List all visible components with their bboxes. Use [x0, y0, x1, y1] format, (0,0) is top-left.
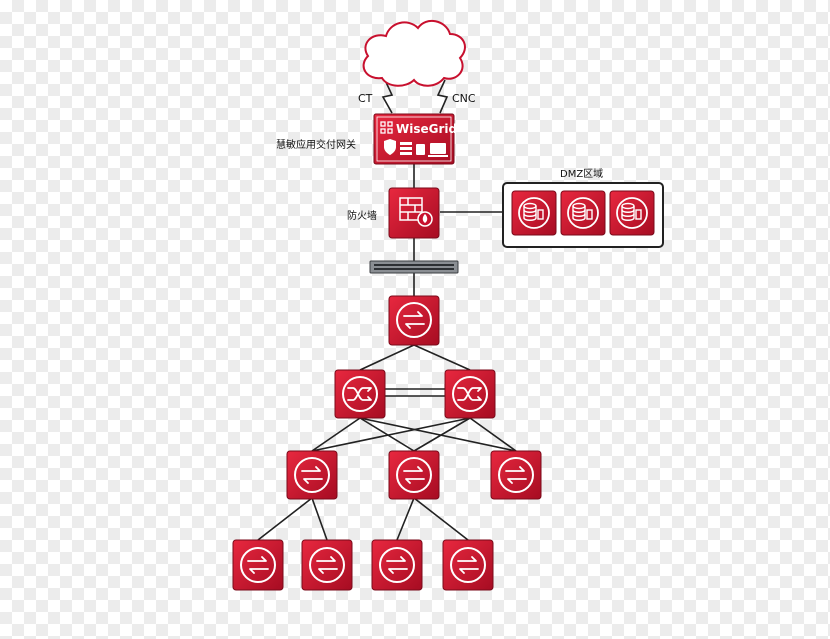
label-ct: CT [358, 92, 373, 105]
database-server-icon [621, 202, 642, 221]
core-switch-left[interactable] [334, 369, 386, 419]
core-switch-right[interactable] [444, 369, 496, 419]
link-router-core-left [359, 344, 415, 371]
link-core-right-agg-1 [311, 417, 471, 452]
link-core-left-agg-1 [311, 417, 361, 452]
router-icon [505, 466, 527, 484]
link-agg2-acc4 [413, 497, 469, 541]
core-switch-icon [347, 387, 372, 401]
link-core-left-agg-3 [359, 417, 517, 452]
link-router-core-right [413, 344, 471, 371]
access-router-1[interactable] [232, 539, 284, 591]
link-core-right-agg-3 [469, 417, 517, 452]
dmz-server-1[interactable] [511, 190, 557, 236]
router-icon [457, 556, 479, 574]
cloud-icon [362, 19, 466, 87]
label-cnc: CNC [452, 92, 476, 105]
wisegrid-gateway-icon [384, 139, 448, 157]
dmz-server-2[interactable] [560, 190, 606, 236]
link-agg1-acc2 [311, 497, 328, 541]
grid-logo-icon [380, 121, 393, 134]
router-icon [301, 466, 323, 484]
router-icon [386, 556, 408, 574]
label-firewall: 防火墙 [347, 209, 377, 222]
connection-lines [257, 79, 517, 541]
router-icon [247, 556, 269, 574]
router-icon [403, 311, 425, 329]
access-router-2[interactable] [301, 539, 353, 591]
link-core-right-agg-2 [413, 417, 471, 452]
database-server-icon [572, 202, 593, 221]
label-dmz: DMZ区域 [560, 167, 603, 180]
aggregation-router-2[interactable] [388, 450, 440, 500]
aggregation-router-3[interactable] [490, 450, 542, 500]
network-switch-icon [374, 264, 454, 270]
gateway-brand: WiseGrid [396, 122, 457, 136]
firewall-node[interactable] [388, 187, 440, 239]
dmz-server-3[interactable] [609, 190, 655, 236]
link-agg2-acc3 [396, 497, 415, 541]
link-ct [381, 79, 394, 114]
link-agg1-acc1 [257, 497, 313, 541]
wisegrid-gateway[interactable]: WiseGrid [373, 113, 457, 165]
aggregation-router-1[interactable] [286, 450, 338, 500]
link-core-left-agg-2 [359, 417, 415, 452]
access-router-4[interactable] [442, 539, 494, 591]
dmz-zone [502, 182, 664, 248]
firewall-icon [399, 197, 433, 227]
network-switch[interactable] [369, 260, 459, 274]
access-router-3[interactable] [371, 539, 423, 591]
router-icon [403, 466, 425, 484]
label-gateway: 慧敏应用交付网关 [276, 138, 356, 151]
internet-cloud [362, 19, 466, 87]
core-switch-icon [457, 387, 482, 401]
router-icon [316, 556, 338, 574]
database-server-icon [523, 202, 544, 221]
router-top[interactable] [388, 295, 440, 346]
link-cnc [436, 79, 449, 114]
